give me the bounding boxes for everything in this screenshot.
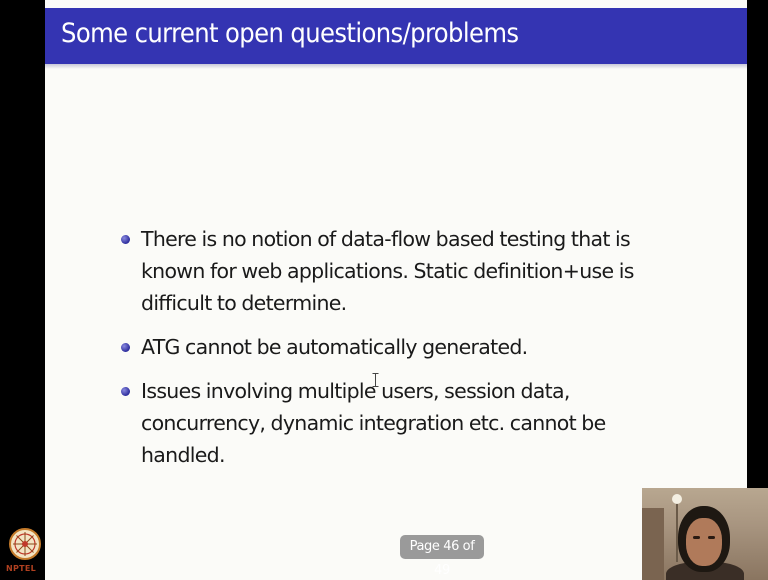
bullet-text: ATG cannot be automatically generated. (141, 335, 528, 359)
text-cursor-icon (372, 373, 379, 387)
bullet-item: ATG cannot be automatically generated. (121, 331, 681, 363)
page-indicator[interactable]: Page 46 of 49 (400, 535, 484, 578)
webcam-presenter-eye (693, 536, 700, 539)
webcam-lamp (672, 494, 682, 504)
bullet-item: There is no notion of data-flow based te… (121, 223, 681, 319)
webcam-overlay (642, 488, 768, 580)
webcam-presenter-eye (708, 536, 715, 539)
bullet-icon (121, 235, 130, 244)
slide-title: Some current open questions/problems (61, 18, 519, 49)
bullet-text: There is no notion of data-flow based te… (141, 227, 634, 315)
bullet-icon (121, 343, 130, 352)
webcam-lamp-pole (676, 502, 678, 562)
bullet-icon (121, 387, 130, 396)
bullet-item: Issues involving multiple users, session… (121, 375, 681, 471)
webcam-background (642, 508, 664, 580)
title-shadow (45, 64, 747, 69)
presentation-slide: Some current open questions/problems The… (45, 0, 747, 580)
title-bar: Some current open questions/problems (45, 8, 747, 64)
nptel-logo-icon (9, 528, 41, 560)
logo-text: NPTEL (6, 564, 37, 573)
bullet-text: Issues involving multiple users, session… (141, 379, 606, 467)
bullet-list: There is no notion of data-flow based te… (121, 223, 681, 483)
webcam-presenter-face (686, 518, 722, 566)
